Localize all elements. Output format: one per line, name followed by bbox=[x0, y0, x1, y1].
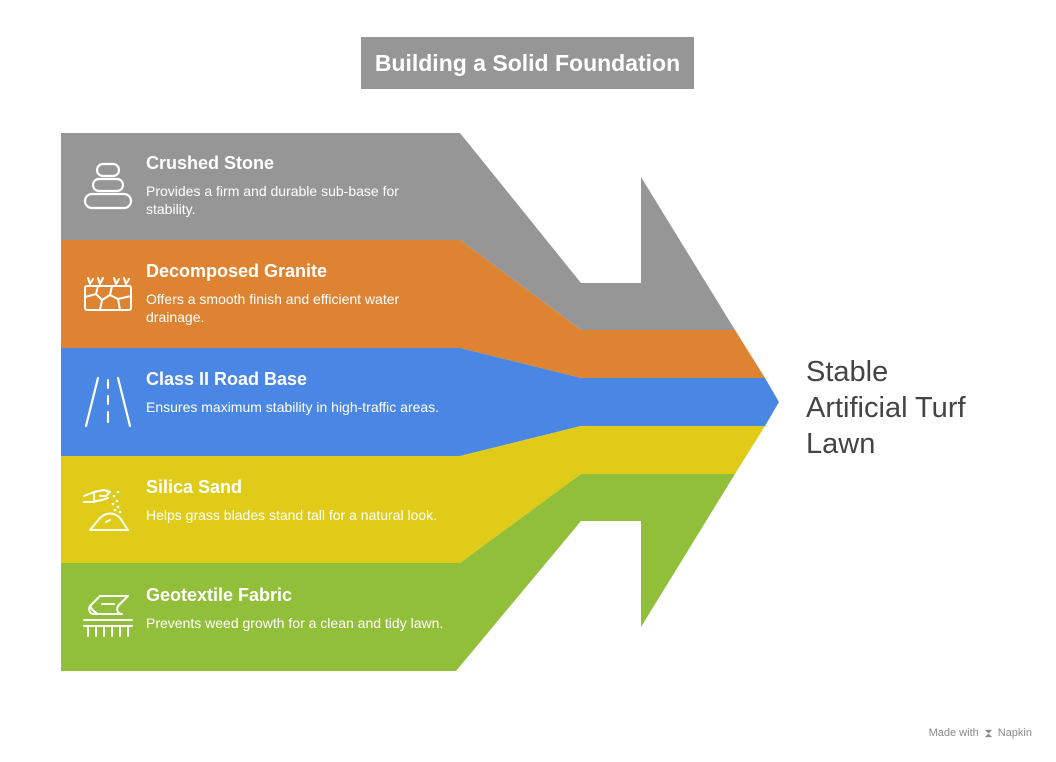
napkin-logo-icon bbox=[984, 729, 992, 737]
layer-class-ii-road-base: Class II Road Base Ensures maximum stabi… bbox=[146, 368, 446, 416]
layer-description: Provides a firm and durable sub-base for… bbox=[146, 183, 399, 217]
layer-geotextile-fabric: Geotextile Fabric Prevents weed growth f… bbox=[146, 584, 446, 632]
band-decomposed-granite bbox=[61, 240, 765, 378]
layer-decomposed-granite: Decomposed Granite Offers a smooth finis… bbox=[146, 260, 446, 326]
made-with-text: Made with bbox=[928, 727, 979, 739]
page-title: Building a Solid Foundation bbox=[361, 37, 694, 89]
band-silica-sand bbox=[61, 426, 765, 563]
result-line: Stable bbox=[806, 356, 889, 388]
layer-title: Crushed Stone bbox=[146, 153, 275, 173]
band-geotextile-fabric bbox=[61, 474, 735, 671]
made-with-badge: Made with Napkin bbox=[929, 727, 1032, 739]
cracked-ground-icon bbox=[84, 277, 132, 311]
stones-icon bbox=[83, 162, 133, 210]
layer-silica-sand: Silica Sand Helps grass blades stand tal… bbox=[146, 476, 446, 524]
sand-pouring-icon bbox=[83, 489, 129, 531]
result-label: Stable Artificial Turf Lawn bbox=[806, 354, 966, 462]
layer-title: Decomposed Granite bbox=[146, 261, 328, 281]
layer-title: Class II Road Base bbox=[146, 369, 308, 389]
band-class-ii-road-base bbox=[61, 348, 779, 456]
road-icon bbox=[84, 376, 132, 428]
result-line: Artificial Turf bbox=[806, 392, 966, 424]
layer-title: Geotextile Fabric bbox=[146, 585, 293, 605]
layer-description: Helps grass blades stand tall for a natu… bbox=[146, 507, 438, 523]
layer-description: Prevents weed growth for a clean and tid… bbox=[146, 615, 444, 631]
layer-title: Silica Sand bbox=[146, 477, 243, 497]
result-line: Lawn bbox=[806, 428, 876, 460]
band-crushed-stone bbox=[61, 133, 735, 330]
layer-crushed-stone: Crushed Stone Provides a firm and durabl… bbox=[146, 152, 446, 218]
layer-description: Offers a smooth finish and efficient wat… bbox=[146, 291, 400, 325]
fabric-roll-icon bbox=[83, 595, 133, 637]
napkin-brand: Napkin bbox=[997, 727, 1032, 739]
layer-description: Ensures maximum stability in high-traffi… bbox=[146, 399, 440, 415]
